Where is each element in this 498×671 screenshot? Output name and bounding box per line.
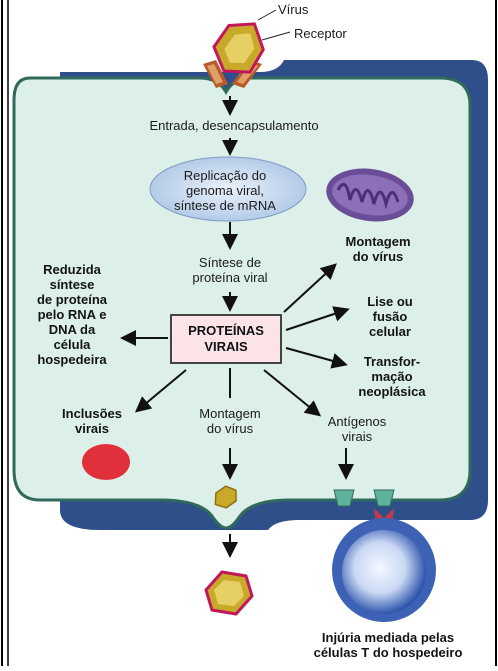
transformation-line-2: mação [371,369,413,384]
reduced-line-5: DNA da [48,322,96,337]
replication-line-1: Replicação do [183,168,267,183]
released-virus-icon [204,570,254,616]
viral-proteins-box: PROTEÍNAS VIRAIS [170,314,282,364]
small-virus-icon [214,485,237,509]
inclusions-label: Inclusões virais [44,406,140,436]
proteins-line-2: VIRAIS [204,339,248,354]
assembly-bottom-label: Montagem do vírus [180,406,280,436]
transformation-line-1: Transfor- [363,354,421,369]
assembly-right-line-1: Montagem [345,234,411,249]
proteins-line-1: PROTEÍNAS [188,323,264,338]
injury-line-2: células T do hospedeiro [313,645,463,660]
replication-ellipse [149,156,307,222]
entry-label: Entrada, desencapsulamento [149,118,319,133]
assembly-right-line-2: do vírus [352,249,404,264]
assembly-bottom-line-2: do vírus [206,421,254,436]
assembly-bottom-line-1: Montagem [199,406,261,421]
reduced-line-2: síntese [49,277,95,292]
synthesis-line-1: Síntese de [198,255,262,270]
reduced-line-6: célula [53,337,91,352]
transformation-line-3: neoplásica [358,384,426,399]
inclusions-line-2: virais [75,421,109,436]
assembly-right-label: Montagem do vírus [328,234,428,264]
inclusion-icon [82,444,130,480]
antigens-line-1: Antígenos [327,414,387,429]
antigens-label: Antígenos virais [314,414,400,444]
replication-label: Replicação do genoma viral, síntese de m… [150,168,300,213]
antigen-icon [333,489,395,507]
virus-label: Vírus [278,2,309,17]
lysis-line-2: fusão [372,309,408,324]
injury-line-1: Injúria mediada pelas [321,630,455,645]
lysis-label: Lise ou fusão celular [344,294,436,339]
lysis-line-3: celular [369,324,411,339]
receptor-label: Receptor [294,26,347,41]
reduced-line-7: hospedeira [37,352,107,367]
lysis-line-1: Lise ou [367,294,413,309]
mitochondria-icon [326,168,414,222]
inclusions-line-1: Inclusões [62,406,122,421]
replication-line-2: genoma viral, [185,183,265,198]
reduced-line-1: Reduzida [43,262,101,277]
transformation-label: Transfor- mação neoplásica [344,354,440,399]
tcell-icon [332,518,436,622]
replication-line-3: síntese de mRNA [174,198,276,213]
virus-icon [212,22,265,74]
injury-label: Injúria mediada pelas células T do hospe… [290,630,486,660]
synthesis-line-2: proteína viral [192,270,268,285]
reduced-line-4: pelo RNA e [37,307,107,322]
reduced-line-3: de proteína [36,292,108,307]
antigens-line-2: virais [341,429,373,444]
reduced-synthesis-label: Reduzida síntese de proteína pelo RNA e … [26,262,118,367]
synthesis-label: Síntese de proteína viral [170,255,290,285]
